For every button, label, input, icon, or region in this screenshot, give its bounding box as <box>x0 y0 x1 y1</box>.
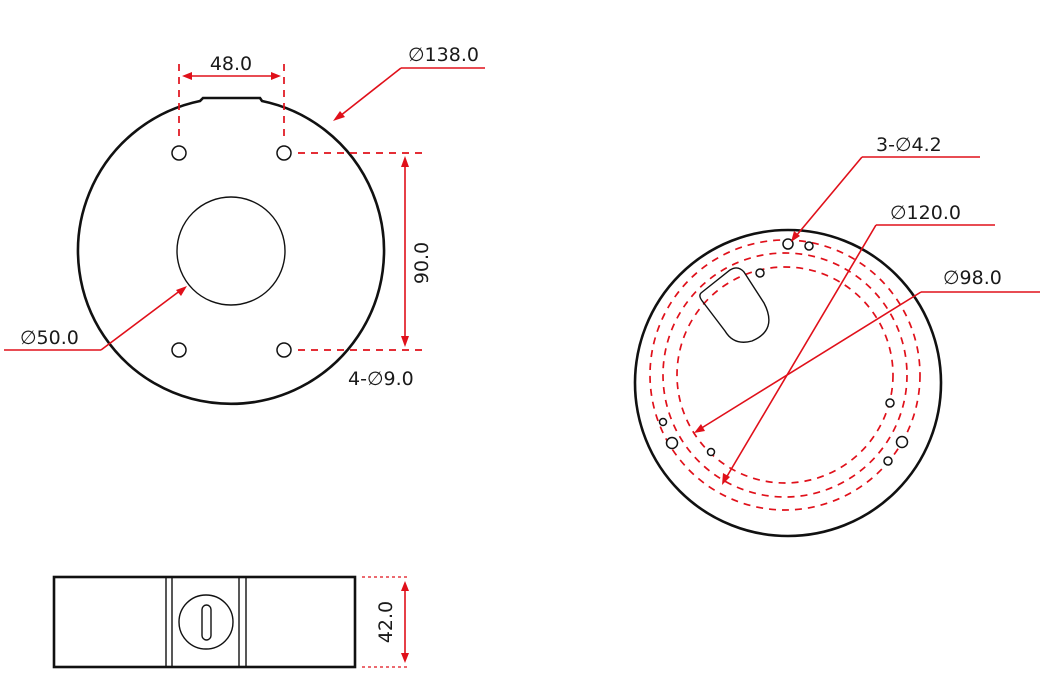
leader-line <box>339 67 402 117</box>
cable-slot <box>699 267 770 343</box>
screw-hole <box>895 435 909 449</box>
back-view: 3-∅4.2 ∅120.0 ∅98.0 <box>633 134 1040 538</box>
mounting-hole <box>276 342 292 358</box>
mounting-hole <box>171 145 187 161</box>
screw-hole <box>883 456 893 466</box>
screw-hole <box>804 241 814 251</box>
arrow-icon <box>401 653 409 663</box>
arrow-icon <box>401 156 409 167</box>
arrow-icon <box>333 111 345 121</box>
arrow-icon <box>694 424 705 433</box>
dim-notch-width: 48.0 <box>210 53 252 75</box>
dim-outer-diameter: ∅138.0 <box>408 44 479 66</box>
arrow-icon <box>401 336 409 347</box>
screw-hole <box>658 417 668 427</box>
screw-hole <box>755 268 765 278</box>
outer-contour <box>633 228 943 538</box>
outer-contour <box>76 96 386 406</box>
screw-hole <box>706 447 716 457</box>
dim-mounting-holes: 4-∅9.0 <box>348 368 414 390</box>
pitch-circle-middle <box>662 252 908 498</box>
leader-line <box>795 156 863 237</box>
arrow-icon <box>401 581 409 591</box>
dim-center-hole: ∅50.0 <box>20 327 79 349</box>
screw-hole <box>665 436 679 450</box>
dim-small-holes: 3-∅4.2 <box>876 134 942 156</box>
gland-slot <box>201 604 212 641</box>
leader-line <box>100 289 182 351</box>
center-hole <box>176 196 286 306</box>
arrow-icon <box>791 231 800 242</box>
screw-hole <box>782 238 794 250</box>
mounting-hole <box>276 145 292 161</box>
pitch-circle-inner <box>676 266 894 484</box>
arrow-icon <box>176 286 187 296</box>
leader-line <box>725 224 877 479</box>
pitch-circle-outer <box>649 239 921 511</box>
arrow-icon <box>182 72 192 80</box>
dim-height: 42.0 <box>375 601 397 643</box>
mounting-hole <box>171 342 187 358</box>
side-body <box>52 575 357 669</box>
arrow-icon <box>722 473 730 485</box>
dim-pitch-outer: ∅120.0 <box>890 202 961 224</box>
dim-pitch-inner: ∅98.0 <box>943 267 1002 289</box>
screw-hole <box>885 398 895 408</box>
cable-gland <box>178 594 234 650</box>
side-view: 42.0 <box>52 575 410 669</box>
leader-line <box>699 291 922 430</box>
dim-hole-spacing: 90.0 <box>411 242 433 284</box>
front-view: 48.0 ∅138.0 ∅50.0 90.0 4-∅9.0 <box>4 44 485 406</box>
arrow-icon <box>271 72 281 80</box>
